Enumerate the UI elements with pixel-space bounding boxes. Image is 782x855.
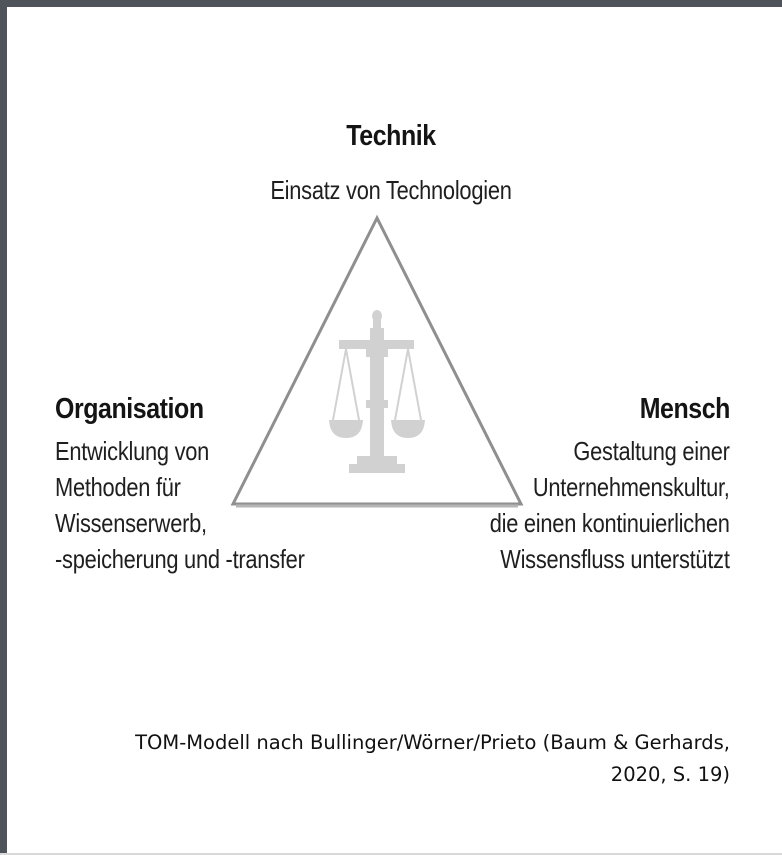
bottom-divider	[0, 853, 782, 855]
figure-caption: TOM-Modell nach Bullinger/Wörner/Prieto …	[10, 727, 730, 791]
technik-subtitle: Einsatz von Technologien	[270, 175, 512, 205]
balance-scale-icon	[329, 310, 425, 473]
mensch-line: Gestaltung einer	[573, 436, 730, 466]
organisation-line: Wissenserwerb,	[55, 508, 207, 538]
triangle-shape	[230, 214, 524, 506]
organisation-line: Methoden für	[55, 472, 181, 502]
mensch-line: Unternehmenskultur,	[533, 472, 730, 502]
technik-title: Technik	[346, 120, 436, 152]
organisation-line: Entwicklung von	[55, 436, 210, 466]
caption-line-1: TOM-Modell nach Bullinger/Wörner/Prieto …	[135, 731, 730, 754]
mensch-description: Gestaltung einer Unternehmenskultur, die…	[490, 433, 730, 577]
mensch-line: Wissensfluss unterstützt	[500, 544, 731, 574]
mensch-line: die einen kontinuierlichen	[490, 508, 730, 538]
caption-line-2: 2020, S. 19)	[610, 763, 730, 786]
organisation-title: Organisation	[55, 393, 204, 425]
mensch-title: Mensch	[639, 393, 731, 425]
organisation-description: Entwicklung von Methoden für Wissenserwe…	[55, 433, 305, 577]
organisation-line: -speicherung und -transfer	[55, 544, 305, 574]
